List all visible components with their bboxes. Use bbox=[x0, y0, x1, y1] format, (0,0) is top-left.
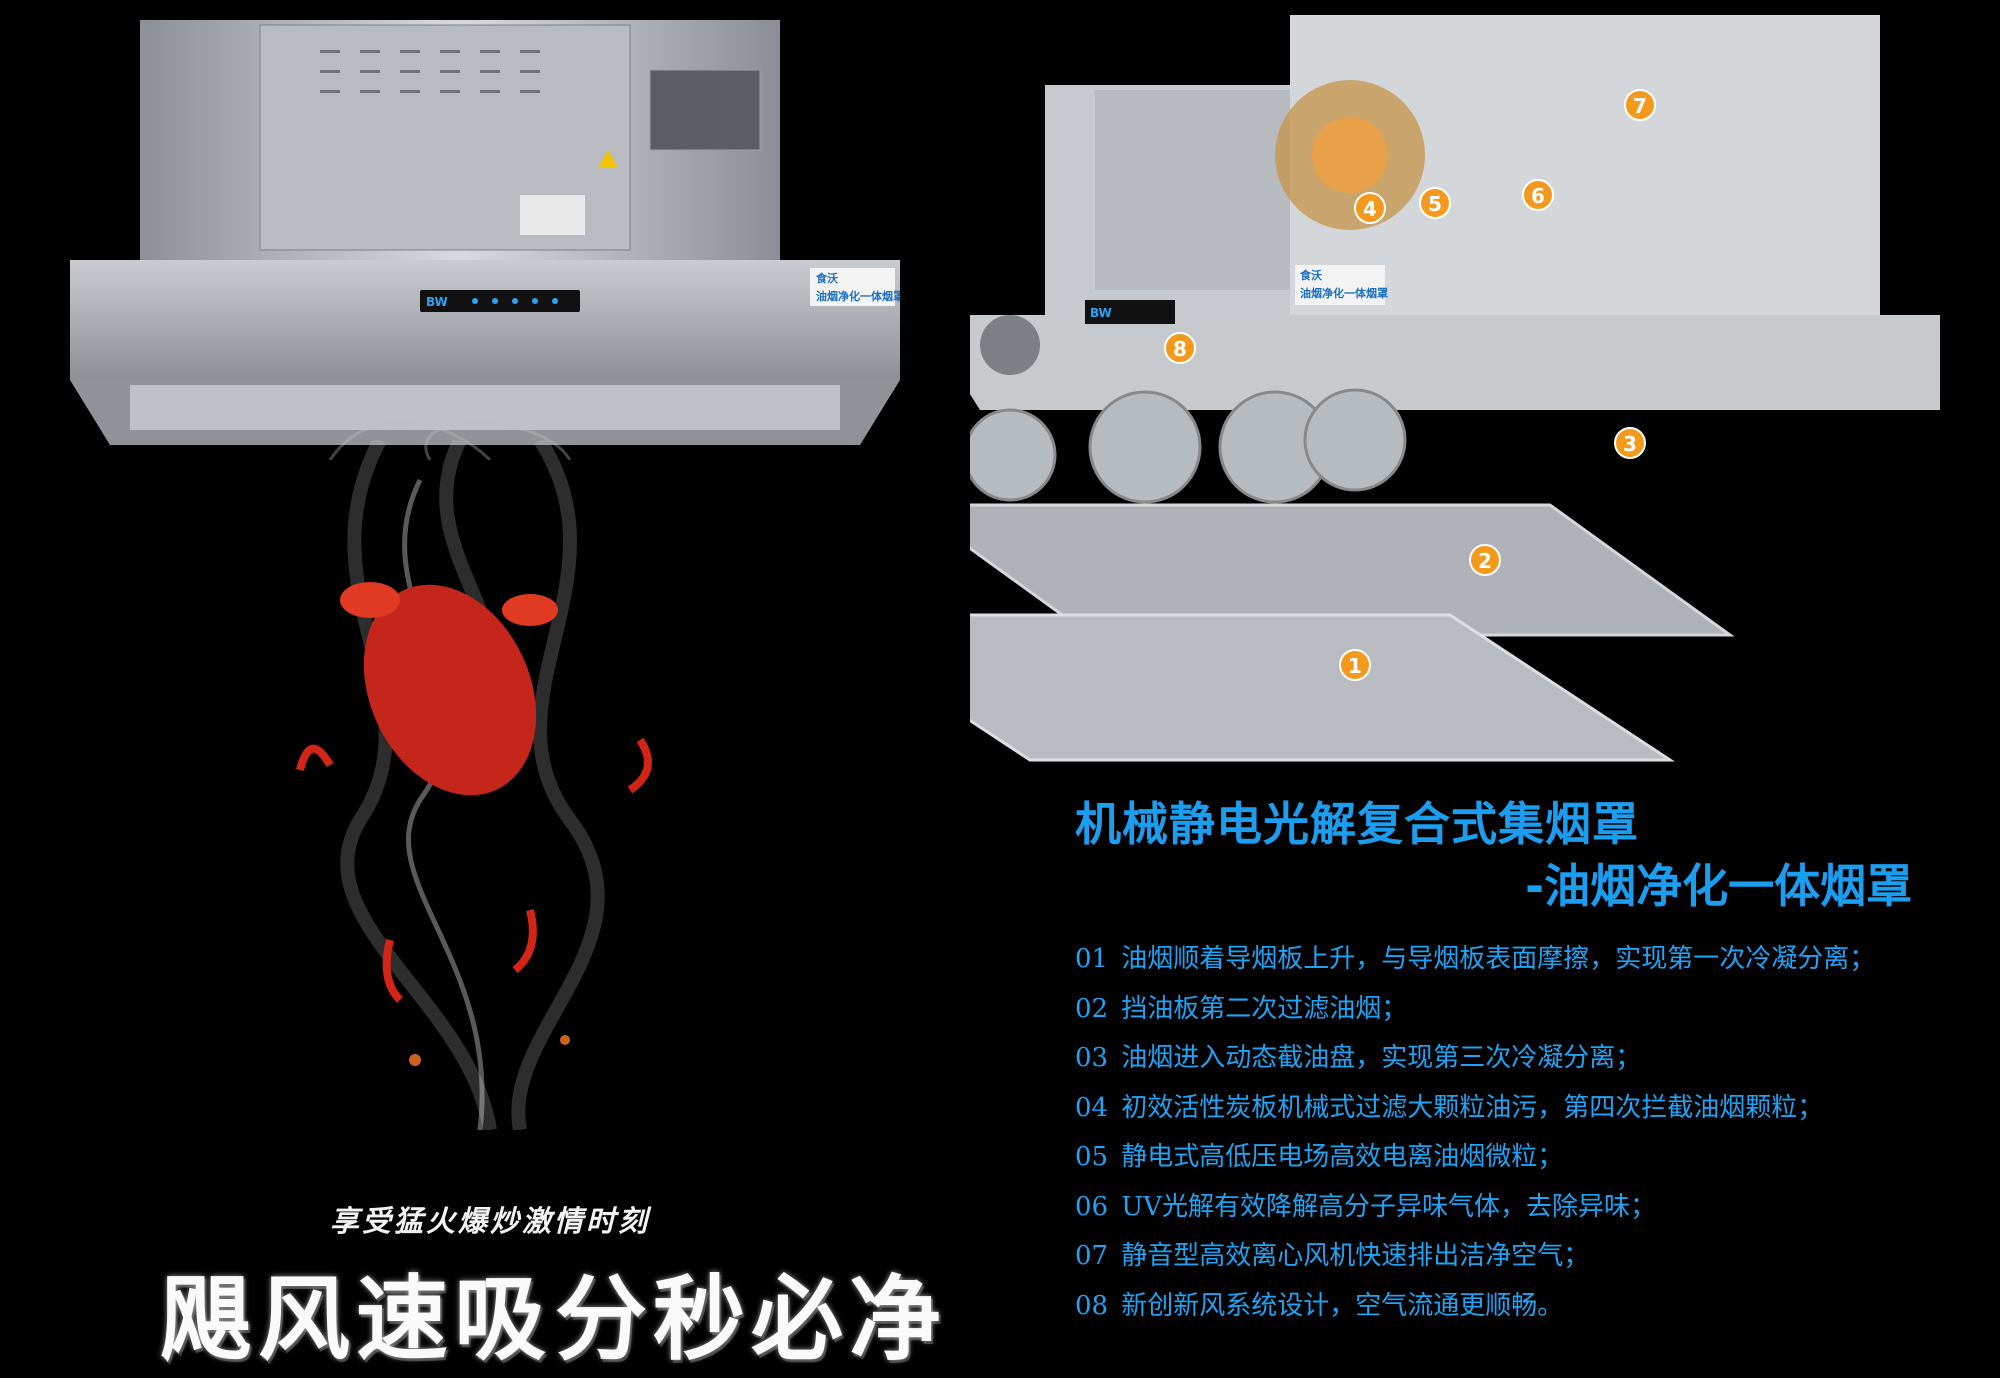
control-button bbox=[552, 298, 558, 304]
hazard-icon bbox=[598, 150, 618, 168]
lobster-claw bbox=[502, 594, 558, 626]
feature-number: 05 bbox=[1075, 1142, 1109, 1172]
feature-item: 08 新创新风系统设计，空气流通更顺畅。 bbox=[1075, 1282, 1875, 1332]
feature-number: 08 bbox=[1075, 1290, 1109, 1321]
range-hood-front-illustration: BW 食沃 油烟净化一体烟罩 bbox=[70, 20, 900, 460]
callout-6: 6 bbox=[1522, 179, 1554, 211]
fan-window bbox=[649, 69, 761, 151]
feature-text: 新创新风系统设计，空气流通更顺畅。 bbox=[1121, 1290, 1564, 1321]
control-button bbox=[532, 298, 538, 304]
feature-list: 01 油烟顺着导烟板上升，与导烟板表面摩擦，实现第一次冷凝分离； 02 挡油板第… bbox=[1075, 935, 1875, 1331]
hood-filter-slot bbox=[130, 385, 840, 430]
feature-number: 02 bbox=[1075, 993, 1109, 1024]
callout-1: 1 bbox=[1339, 649, 1371, 681]
feature-number: 07 bbox=[1075, 1241, 1109, 1271]
control-button bbox=[512, 298, 518, 304]
hood-left-product-label: 油烟净化一体烟罩 bbox=[816, 289, 900, 303]
oil-interception-disc bbox=[1303, 388, 1407, 492]
product-badge bbox=[810, 268, 895, 306]
svg-text:4: 4 bbox=[1363, 197, 1377, 221]
ember bbox=[560, 1035, 570, 1045]
warning-label bbox=[520, 195, 585, 235]
slogan-part-1: 飓风速吸 bbox=[160, 1265, 553, 1373]
oil-interception-disc bbox=[970, 408, 1057, 502]
hood-right-logo: BW bbox=[1090, 306, 1112, 320]
smoke-wisp bbox=[328, 420, 572, 460]
feature-text: 油烟顺着导烟板上升，与导烟板表面摩擦，实现第一次冷凝分离； bbox=[1121, 944, 1876, 974]
feature-item: 01 油烟顺着导烟板上升，与导烟板表面摩擦，实现第一次冷凝分离； bbox=[1075, 935, 1875, 985]
callout-2: 2 bbox=[1469, 544, 1501, 576]
feature-item: 02 挡油板第二次过滤油烟； bbox=[1075, 985, 1875, 1035]
control-button bbox=[492, 298, 498, 304]
svg-text:7: 7 bbox=[1633, 94, 1647, 118]
feature-text: UV光解有效降解高分子异味气体，去除异味； bbox=[1121, 1191, 1656, 1222]
feature-text: 静音型高效离心风机快速排出洁净空气； bbox=[1121, 1241, 1590, 1271]
feature-text: 初效活性炭板机械式过滤大颗粒油污，第四次拦截油烟颗粒； bbox=[1121, 1092, 1824, 1123]
callout-7: 7 bbox=[1624, 89, 1656, 121]
svg-text:2: 2 bbox=[1478, 549, 1492, 573]
smoke-plume bbox=[402, 478, 485, 1130]
feature-item: 05 静电式高低压电场高效电离油烟微粒； bbox=[1075, 1133, 1875, 1183]
feature-item: 04 初效活性炭板机械式过滤大颗粒油污，第四次拦截油烟颗粒； bbox=[1075, 1084, 1875, 1134]
hood-canopy bbox=[970, 315, 1940, 410]
hood-left-brand-name: 食沃 bbox=[816, 271, 839, 285]
chili-pepper bbox=[512, 909, 537, 974]
lobster bbox=[363, 584, 537, 796]
callout-5: 5 bbox=[1419, 187, 1451, 219]
callout-8: 8 bbox=[1164, 332, 1196, 364]
range-hood-exploded-illustration: BW 食沃 油烟净化一体烟罩 1 2 3 4 5 bbox=[970, 15, 1940, 762]
product-badge bbox=[1295, 265, 1385, 305]
feature-text: 静电式高低压电场高效电离油烟微粒； bbox=[1121, 1142, 1564, 1172]
lobster-claw bbox=[340, 582, 400, 618]
feature-number: 04 bbox=[1075, 1092, 1109, 1123]
hood-left-logo: BW bbox=[426, 295, 448, 309]
callout-4: 4 bbox=[1354, 192, 1386, 224]
chili-pepper bbox=[296, 744, 334, 772]
feature-number: 03 bbox=[1075, 1043, 1109, 1073]
feature-item: 03 油烟进入动态截油盘，实现第三次冷凝分离； bbox=[1075, 1034, 1875, 1084]
callout-3: 3 bbox=[1614, 427, 1646, 459]
feature-item: 06 UV光解有效降解高分子异味气体，去除异味； bbox=[1075, 1183, 1875, 1233]
product-subtitle: -油烟净化一体烟罩 bbox=[1525, 859, 1913, 913]
smoke-guide-plate bbox=[970, 613, 1676, 762]
hood-right-brand-name: 食沃 bbox=[1300, 268, 1323, 282]
svg-text:8: 8 bbox=[1173, 337, 1187, 361]
fresh-air-fan bbox=[980, 315, 1040, 375]
chili-pepper bbox=[382, 939, 403, 1003]
product-title: 机械静电光解复合式集烟罩 bbox=[1075, 797, 1639, 851]
hood-canopy bbox=[70, 260, 900, 380]
feature-text: 油烟进入动态截油盘，实现第三次冷凝分离； bbox=[1121, 1043, 1642, 1073]
svg-text:3: 3 bbox=[1623, 432, 1637, 456]
oil-interception-disc bbox=[1088, 390, 1202, 504]
smoke-and-lobster-illustration bbox=[296, 440, 652, 1130]
control-panel bbox=[420, 290, 580, 312]
hood-right-product-label: 油烟净化一体烟罩 bbox=[1300, 286, 1388, 300]
svg-text:6: 6 bbox=[1531, 184, 1545, 208]
tagline: 享受猛火爆炒激情时刻 bbox=[330, 1204, 651, 1238]
slogan-part-2: 分秒必净 bbox=[555, 1265, 948, 1373]
feature-item: 07 静音型高效离心风机快速排出洁净空气； bbox=[1075, 1232, 1875, 1282]
svg-text:1: 1 bbox=[1348, 654, 1362, 678]
feature-number: 06 bbox=[1075, 1191, 1109, 1222]
oil-baffle-plate bbox=[970, 503, 1735, 637]
control-button bbox=[472, 298, 478, 304]
feature-text: 挡油板第二次过滤油烟； bbox=[1121, 993, 1408, 1024]
svg-text:5: 5 bbox=[1428, 192, 1442, 216]
feature-number: 01 bbox=[1075, 944, 1109, 974]
filter-cassette bbox=[1095, 90, 1295, 290]
control-panel bbox=[1085, 300, 1175, 324]
chili-pepper bbox=[627, 737, 652, 794]
ember bbox=[409, 1054, 421, 1066]
